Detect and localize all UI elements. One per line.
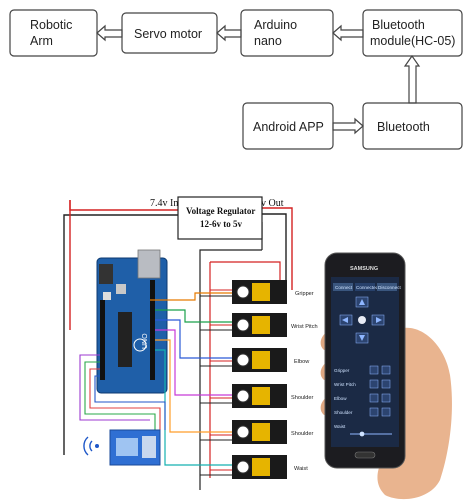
shoulder-down-button[interactable]: [381, 407, 391, 417]
servo-label-wrist-pitch: Wrist Pitch: [291, 324, 318, 330]
control-label-elbow: Elbow: [334, 396, 347, 401]
voltage-regulator-box: [177, 196, 263, 240]
svg-text:UNO: UNO: [142, 333, 149, 349]
tab-connected-label: Connected: [356, 285, 379, 290]
arduino-nano-label-line1: Arduino: [254, 18, 297, 32]
arduino-uno-board: UNO: [96, 249, 168, 394]
hc05-wires: [79, 354, 166, 430]
direction-pad: [339, 296, 385, 344]
servo-shoulder-2: Shoulder: [232, 420, 314, 444]
gripper-open-button[interactable]: [369, 365, 379, 375]
phone-home-button[interactable]: [354, 451, 376, 459]
bluetooth-module-box: [362, 9, 463, 57]
elbow-up-button[interactable]: [369, 393, 379, 403]
power-wires: [63, 200, 293, 490]
robotic-arm-box: [9, 9, 98, 57]
bluetooth-label: Bluetooth: [377, 120, 430, 134]
servo-power-stubs: [200, 289, 232, 476]
servo-label-elbow: Elbow: [294, 359, 310, 365]
arrow-app-to-bluetooth: [332, 117, 364, 135]
elbow-down-button[interactable]: [381, 393, 391, 403]
robotic-arm-label-line1: Robotic: [30, 18, 72, 32]
gripper-close-button[interactable]: [381, 365, 391, 375]
arrow-module-to-nano: [332, 24, 364, 42]
tab-connect[interactable]: [333, 283, 353, 291]
circuit-diagram: 7.4v In 5v Out Voltage Regulator 12-6v t…: [63, 196, 318, 490]
arduino-nano-box: [240, 9, 334, 57]
arrow-servo-to-arm: [96, 24, 123, 42]
wrist-down-button[interactable]: [381, 379, 391, 389]
arduino-nano-label-line2: nano: [254, 34, 282, 48]
robotic-arm-label-line2: Arm: [30, 34, 53, 48]
android-app-label: Android APP: [253, 120, 324, 134]
servo-control-rows: Gripper Wrist Pitch Elbow Shoulder Waist: [334, 365, 392, 437]
microphone-icon[interactable]: [358, 316, 366, 324]
wrist-up-button[interactable]: [369, 379, 379, 389]
voltage-regulator-range: 12-6v to 5v: [200, 219, 242, 229]
bluetooth-module-label-line2: module(HC-05): [370, 34, 455, 48]
block-diagram: Robotic Arm Servo motor Arduino nano Blu…: [9, 9, 463, 150]
servo-signal-wires: [150, 292, 232, 466]
control-label-gripper: Gripper: [334, 368, 350, 373]
servo-label-shoulder-2: Shoulder: [291, 431, 314, 437]
bluetooth-module-label-line1: Bluetooth: [372, 18, 425, 32]
servo-motor-label: Servo motor: [134, 27, 202, 41]
servo-waist: Waist: [232, 455, 308, 479]
phone-brand: SAMSUNG: [350, 266, 378, 272]
servo-label-waist: Waist: [294, 466, 308, 472]
arrow-bluetooth-to-module: [403, 54, 421, 104]
servo-label-gripper: Gripper: [295, 291, 314, 297]
servo-wrist-pitch: Wrist Pitch: [232, 313, 318, 337]
servo-shoulder-1: Shoulder: [232, 384, 314, 408]
output-voltage-label: 5v Out: [256, 198, 284, 209]
tab-disconnect-label: Disconnect: [378, 285, 401, 290]
servo-label-shoulder-1: Shoulder: [291, 395, 314, 401]
waist-slider-thumb[interactable]: [359, 431, 365, 437]
wireless-signal-icon: [83, 436, 99, 456]
hc05-module: [109, 429, 161, 466]
control-label-shoulder: Shoulder: [334, 410, 353, 415]
tab-disconnect[interactable]: [377, 283, 397, 291]
tab-connected[interactable]: [355, 283, 375, 291]
shoulder-up-button[interactable]: [369, 407, 379, 417]
servo-stack: Gripper Wrist Pitch Elbow Shoulder: [232, 280, 318, 479]
input-voltage-label: 7.4v In: [150, 198, 178, 209]
voltage-regulator-title: Voltage Regulator: [186, 206, 255, 216]
servo-elbow: Elbow: [232, 348, 310, 372]
arrow-nano-to-servo: [216, 24, 242, 42]
phone-in-hand: SAMSUNG Connect Connected Disconnect Gri…: [320, 252, 452, 500]
control-label-waist: Waist: [334, 424, 346, 429]
servo-gripper: Gripper: [232, 280, 314, 304]
control-label-wrist-pitch: Wrist Pitch: [334, 382, 356, 387]
tab-connect-label: Connect: [335, 285, 353, 290]
